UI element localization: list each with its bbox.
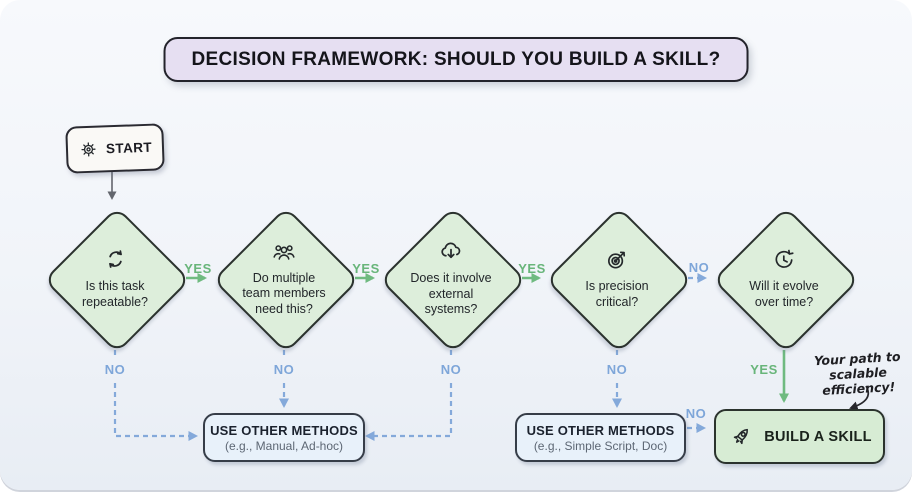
edge-external-no-seg2 (365, 383, 453, 441)
title-banner: DECISION FRAMEWORK: SHOULD YOU BUILD A S… (163, 37, 749, 82)
team-icon (273, 244, 295, 260)
outcome-other-methods-1: USE OTHER METHODS (e.g., Manual, Ad-hoc) (203, 413, 365, 462)
decision-question: Is this task repeatable? (81, 279, 149, 309)
outcome-build-skill: BUILD A SKILL (714, 409, 885, 464)
outcome-subtitle: (e.g., Manual, Ad-hoc) (224, 438, 344, 453)
start-label: START (105, 139, 153, 157)
decision-question: Will it evolve over time? (749, 279, 819, 309)
decision-repeatable: Is this task repeatable? (43, 206, 191, 354)
outcome-title: USE OTHER METHODS (210, 422, 358, 438)
rocket-icon (733, 428, 749, 444)
repeat-icon (108, 250, 122, 269)
build-skill-label: BUILD A SKILL (764, 428, 872, 445)
edge-label-no-precision-right: NO (688, 260, 710, 275)
gear-icon (81, 142, 96, 157)
decision-precision: Is precision critical? (545, 206, 693, 354)
edge-label-yes-team: YES (352, 261, 380, 276)
edge-label-yes-evolve: YES (750, 362, 778, 377)
edge-label-no-repeatable: NO (104, 362, 126, 377)
edge-label-yes-external: YES (518, 261, 546, 276)
outcome-other-methods-2: USE OTHER METHODS (e.g., Simple Script, … (515, 413, 686, 462)
outcome-subtitle: (e.g., Simple Script, Doc) (533, 438, 668, 453)
cloud-download-icon (441, 242, 461, 259)
decision-question: Do multiple team members need this? (242, 270, 326, 316)
decision-team: Do multiple team members need this? (212, 206, 360, 354)
clock-history-icon (775, 250, 794, 269)
edge-label-no-external: NO (440, 362, 462, 377)
decision-external: Does it involve external systems? (379, 206, 527, 354)
page-title: DECISION FRAMEWORK: SHOULD YOU BUILD A S… (191, 48, 721, 70)
edge-label-yes-repeatable: YES (184, 261, 212, 276)
decision-evolve: Will it evolve over time? (712, 206, 860, 354)
outcome-title: USE OTHER METHODS (526, 422, 675, 438)
edge-label-no-other2: NO (685, 406, 707, 421)
edge-label-no-team: NO (273, 362, 295, 377)
annotation-note: Your path to scalable efficiency! (813, 348, 901, 398)
target-icon (608, 251, 626, 269)
decision-question: Is precision critical? (585, 279, 649, 309)
start-node: START (65, 123, 165, 174)
edge-repeatable-no-seg2 (113, 383, 198, 441)
edge-label-no-precision-down: NO (606, 362, 628, 377)
decision-question: Does it involve external systems? (410, 271, 492, 317)
